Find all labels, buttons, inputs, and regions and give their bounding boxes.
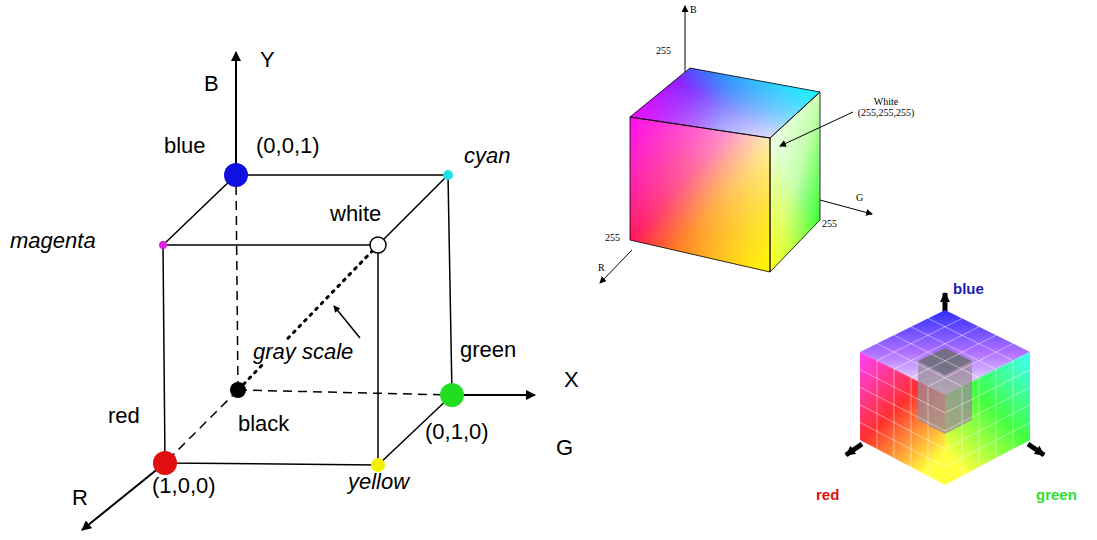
- voxel-grid-line: [911, 335, 996, 378]
- voxel-grid-line: [860, 405, 945, 449]
- voxel-grid-line: [860, 370, 945, 413]
- axis-label: B: [204, 72, 219, 96]
- gradient-cube: [600, 6, 872, 283]
- axis-label: blue: [953, 281, 984, 298]
- value-label: 255: [822, 218, 837, 229]
- voxel-grid-line: [860, 387, 945, 431]
- coordinate-label: (1,0,0): [152, 474, 216, 498]
- value-label: 255: [656, 45, 671, 56]
- voxel-grid-line: [894, 369, 895, 458]
- axis-label: red: [816, 487, 839, 504]
- voxel-grid-line: [945, 387, 1030, 431]
- vertex-label: blue: [164, 134, 206, 158]
- coordinate-label: (0,1,0): [425, 420, 489, 444]
- callout-label: White (255,255,255): [846, 96, 926, 118]
- coordinate-label: (0,0,1): [256, 134, 320, 158]
- vertex-label: green: [460, 338, 516, 362]
- voxel-grid-line: [945, 370, 1030, 413]
- voxel-grid-line: [979, 378, 980, 467]
- voxel-grid-line: [996, 369, 997, 458]
- voxel-grid-line: [928, 318, 1013, 360]
- axis-label: X: [564, 368, 579, 392]
- voxel-grid-line: [877, 318, 962, 360]
- vertex-label: yellow: [348, 470, 409, 494]
- voxel-grid-line: [894, 335, 979, 378]
- voxel-grid-line: [877, 344, 962, 387]
- voxel-grid-line: [894, 327, 979, 369]
- voxel-grid-line: [860, 422, 945, 467]
- axis-label: R: [598, 262, 605, 273]
- voxel-grid-line: [911, 327, 996, 369]
- axis-label: R: [72, 486, 88, 510]
- voxel-grid-line: [962, 386, 963, 476]
- vertex-label: red: [108, 404, 140, 428]
- axis-label: B: [690, 4, 697, 15]
- axis-label: green: [1036, 487, 1077, 504]
- voxel-grid-line: [945, 405, 1030, 449]
- voxel-grid-line: [877, 361, 878, 449]
- vertex-label: white: [330, 202, 381, 226]
- voxel-cube: [846, 293, 1044, 485]
- voxel-grid-line: [945, 422, 1030, 467]
- axis-label: G: [556, 436, 573, 460]
- vertex-label: cyan: [464, 144, 510, 168]
- annotation-label: gray scale: [251, 340, 355, 364]
- value-label: 255: [605, 232, 620, 243]
- voxel-grid-line: [928, 344, 1013, 387]
- vertex-label: magenta: [10, 229, 96, 253]
- voxel-grid-line: [928, 386, 929, 476]
- voxel-grid-line: [911, 378, 912, 467]
- unit-cube: [82, 52, 535, 530]
- axis-label: Y: [260, 48, 275, 72]
- vertex-label: black: [238, 412, 289, 436]
- voxel-grid-line: [1013, 361, 1014, 449]
- axis-label: G: [856, 192, 863, 203]
